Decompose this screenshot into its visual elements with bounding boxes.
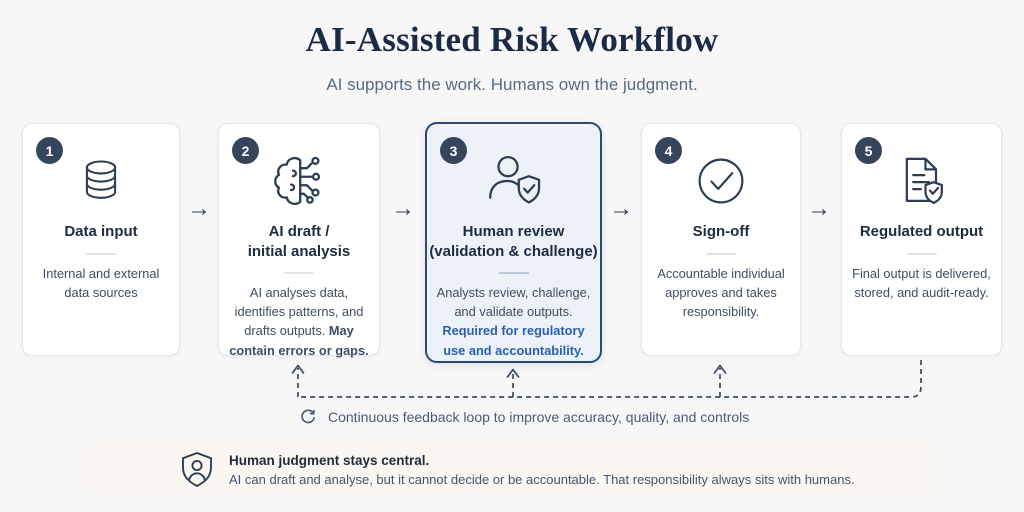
- step-number-badge: 5: [855, 137, 882, 164]
- footer-note-body: AI can draft and analyse, but it cannot …: [229, 471, 855, 487]
- circle-check-icon: [698, 158, 744, 204]
- step-card-sign-off: 4 Sign-off Accountable individual approv…: [641, 123, 801, 356]
- footer-note-title: Human judgment stays central.: [229, 453, 430, 469]
- flow-arrow-icon: →: [187, 195, 211, 222]
- step-number-badge: 3: [440, 137, 467, 164]
- ai-brain-circuit-icon: [274, 156, 321, 205]
- step-description: Final output is delivered, stored, and a…: [852, 265, 991, 300]
- step-description: Analysts review, challenge, and validate…: [436, 285, 591, 358]
- step-title: Data input: [64, 223, 138, 240]
- flow-arrow-icon: →: [807, 195, 831, 222]
- document-shield-check-icon: [905, 157, 943, 205]
- person-shield-check-icon: [488, 156, 540, 204]
- database-icon: [85, 160, 117, 199]
- step-card-ai-draft: 2 AI draft / initial analysis AI analyse…: [218, 123, 380, 358]
- step-description: Internal and external data sources: [42, 265, 160, 300]
- refresh-loop-icon: [301, 409, 315, 424]
- step-number-badge: 2: [232, 137, 259, 164]
- divider: [498, 272, 529, 274]
- step-description: Accountable individual approves and take…: [657, 265, 785, 319]
- step-number-badge: 4: [655, 137, 682, 164]
- step-title: Sign-off: [692, 223, 750, 240]
- flow-arrow-icon: →: [391, 195, 415, 222]
- step-title: Regulated output: [859, 223, 984, 240]
- shield-person-icon: [182, 451, 212, 487]
- divider: [284, 272, 314, 274]
- step-title: Human review (validation & challenge): [429, 223, 598, 260]
- step-description: AI analyses data, identifies patterns, a…: [229, 285, 369, 358]
- step-emphasis: Required for regulatory use and accounta…: [442, 323, 585, 358]
- feedback-loop-label: Continuous feedback loop to improve accu…: [299, 408, 749, 426]
- step-card-data-input: 1 Data input Internal and external data …: [22, 123, 180, 356]
- step-title: AI draft / initial analysis: [247, 223, 351, 260]
- step-card-human-review: 3 Human review (validation & challenge) …: [425, 122, 602, 363]
- divider: [906, 252, 937, 255]
- step-card-regulated-output: 5 Regulated output Final output is deliv…: [841, 123, 1002, 356]
- footer-note-text: Human judgment stays central. AI can dra…: [229, 451, 855, 489]
- footer-note-banner: Human judgment stays central. AI can dra…: [85, 443, 937, 498]
- page-title: AI-Assisted Risk Workflow: [305, 20, 719, 59]
- step-number-badge: 1: [36, 137, 63, 164]
- divider: [86, 252, 116, 255]
- feedback-loop-connector: [291, 360, 922, 398]
- divider: [706, 252, 736, 255]
- page-subtitle: AI supports the work. Humans own the jud…: [326, 75, 698, 94]
- step-emphasis: May contain errors or gaps.: [229, 323, 369, 358]
- flow-arrow-icon: →: [609, 195, 633, 222]
